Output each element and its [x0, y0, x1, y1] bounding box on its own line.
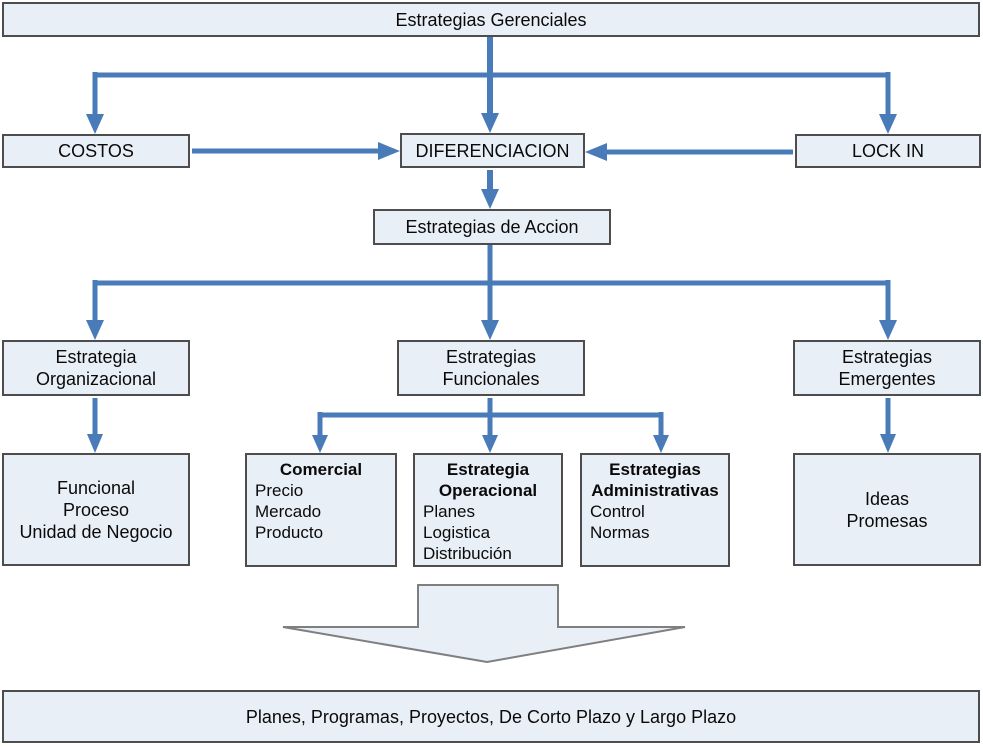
arrowhead-accion — [481, 189, 499, 209]
label-line: Estrategias — [445, 347, 537, 367]
arrowhead-diferenciacion-top — [481, 113, 499, 133]
list-item: Precio — [255, 481, 304, 500]
footer-bar: Planes, Programas, Proyectos, De Corto P… — [2, 690, 980, 743]
box-administrativas-header: Estrategias — [609, 460, 701, 479]
list-item: Mercado — [255, 502, 322, 521]
box-ideas-promesas: Ideas Promesas — [793, 453, 981, 566]
box-estrategias-gerenciales: Estrategias Gerenciales — [2, 2, 980, 37]
list-item: Producto — [255, 523, 324, 542]
box-operacional-header: Estrategia — [446, 460, 530, 479]
box-estrategias-funcionales: Estrategias Funcionales — [397, 340, 585, 396]
box-estrategias-gerenciales-label: Estrategias Gerenciales — [395, 9, 587, 30]
list-item: Planes — [423, 502, 475, 521]
box-funcional-proceso-unidad: Funcional Proceso Unidad de Negocio — [2, 453, 190, 566]
arrowhead-comercial — [312, 435, 328, 453]
list-item: Distribución — [423, 544, 512, 563]
box-estrategias-de-accion-label: Estrategias de Accion — [405, 217, 579, 237]
label-line: Organizacional — [35, 369, 157, 389]
label-line: Proceso — [62, 499, 130, 520]
box-comercial: Comercial Precio Mercado Producto — [245, 453, 397, 567]
list-item: Logistica — [423, 523, 491, 542]
box-administrativas-header: Administrativas — [591, 481, 719, 500]
arrowhead-organizacional — [86, 320, 104, 340]
box-estrategia-operacional: Estrategia Operacional Planes Logistica … — [413, 453, 563, 567]
list-item: Control — [590, 502, 645, 521]
arrowhead-funcional — [87, 434, 103, 453]
label-line: Funcional — [56, 477, 136, 498]
box-estrategia-organizacional: Estrategia Organizacional — [2, 340, 190, 396]
box-costos: COSTOS — [2, 134, 190, 168]
list-item: Normas — [590, 523, 650, 542]
label-line: Emergentes — [838, 369, 936, 389]
box-comercial-header: Comercial — [279, 460, 363, 479]
box-operacional-header: Operacional — [438, 481, 538, 500]
footer-label: Planes, Programas, Proyectos, De Corto P… — [245, 706, 737, 727]
arrowhead-lockin — [879, 114, 897, 134]
label-line: Estrategia — [55, 347, 137, 367]
arrowhead-emergentes — [879, 320, 897, 340]
box-diferenciacion: DIFERENCIACION — [400, 133, 585, 168]
box-lock-in-label: LOCK IN — [851, 141, 925, 161]
box-estrategias-administrativas: Estrategias Administrativas Control Norm… — [580, 453, 730, 567]
label-line: Estrategias — [841, 347, 933, 367]
box-lock-in: LOCK IN — [795, 134, 981, 168]
label-line: Promesas — [846, 510, 928, 531]
arrowhead-administrativas — [653, 435, 669, 453]
arrowhead-diferenciacion-left — [378, 142, 400, 160]
arrowhead-ideas — [880, 434, 896, 453]
arrowhead-costos — [86, 114, 104, 134]
block-down-arrow — [282, 584, 686, 664]
arrowhead-diferenciacion-right — [585, 143, 607, 161]
box-estrategias-de-accion: Estrategias de Accion — [373, 209, 611, 245]
label-line: Ideas — [864, 488, 910, 509]
arrowhead-operacional — [482, 435, 498, 453]
box-costos-label: COSTOS — [58, 141, 134, 161]
label-line: Unidad de Negocio — [19, 521, 173, 542]
box-estrategias-emergentes: Estrategias Emergentes — [793, 340, 981, 396]
box-diferenciacion-label: DIFERENCIACION — [415, 140, 570, 161]
label-line: Funcionales — [442, 369, 540, 389]
arrowhead-funcionales — [481, 320, 499, 340]
